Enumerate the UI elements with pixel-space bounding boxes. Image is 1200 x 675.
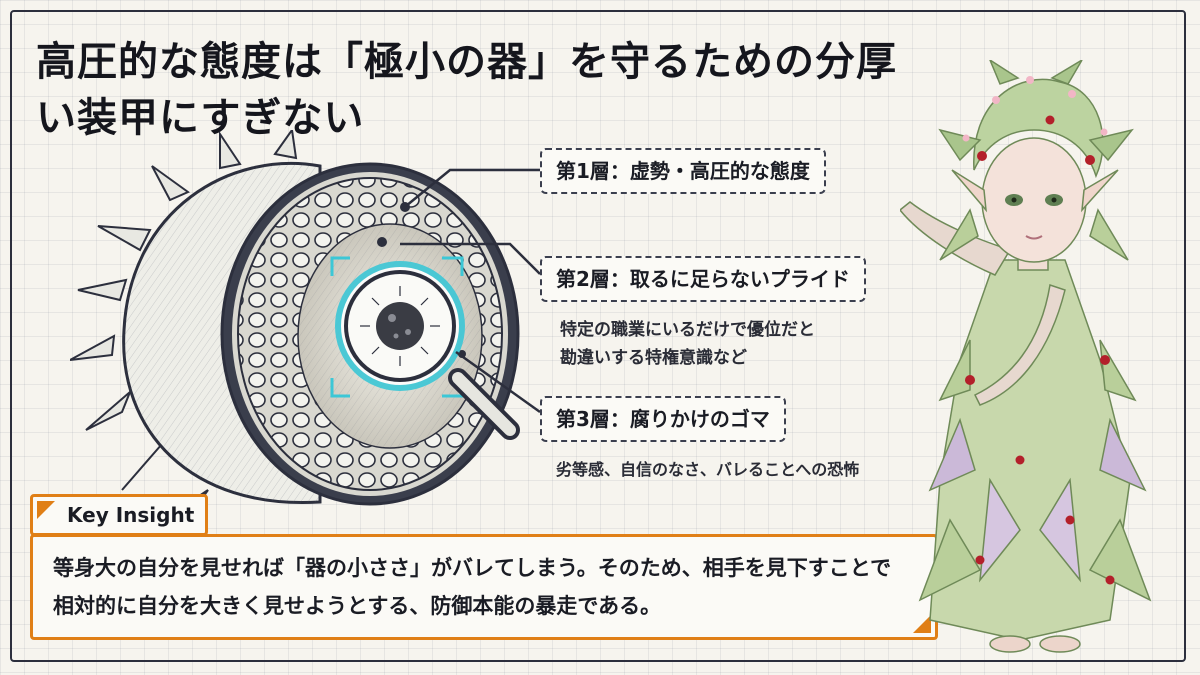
layer-3-label: 第3層：腐りかけのゴマ [540,396,786,442]
magnifying-glass-icon [335,261,520,440]
key-insight-line-1: 等身大の自分を見せれば「器の小ささ」がバレてしまう。そのため、相手を見下すことで [53,556,892,580]
connector-lines [400,168,541,414]
key-insight-tab: Key Insight [30,494,208,536]
spiked-shell-illustration [70,130,520,530]
corner-accent-icon [913,615,931,633]
key-insight-panel: 等身大の自分を見せれば「器の小ささ」がバレてしまう。そのため、相手を見下すことで… [30,494,938,644]
layer-3-description-line-1: 劣等感、自信のなさ、バレることへの恐怖 [556,460,860,479]
layer-2-description-line-2: 勘違いする特権意識など [560,348,747,368]
page-title: 高圧的な態度は「極小の器」を守るための分厚い装甲にすぎない [36,39,897,141]
key-insight-title: Key Insight [67,503,195,527]
key-insight-box: 等身大の自分を見せれば「器の小ささ」がバレてしまう。そのため、相手を見下すことで… [30,534,938,640]
key-insight-line-2: 相対的に自分を大きく見せようとする、防御本能の暴走である。 [53,594,662,618]
layer-2-label: 第2層：取るに足らないプライド [540,256,866,302]
corner-accent-icon [37,501,55,519]
layer-2-description-line-1: 特定の職業にいるだけで優位だと [560,320,815,340]
page-frame [10,10,1186,662]
layer-1-label: 第1層：虚勢・高圧的な態度 [540,148,826,194]
key-insight-body: 等身大の自分を見せれば「器の小ささ」がバレてしまう。そのため、相手を見下すことで… [53,549,923,625]
leaf-sprite-character [900,60,1152,653]
